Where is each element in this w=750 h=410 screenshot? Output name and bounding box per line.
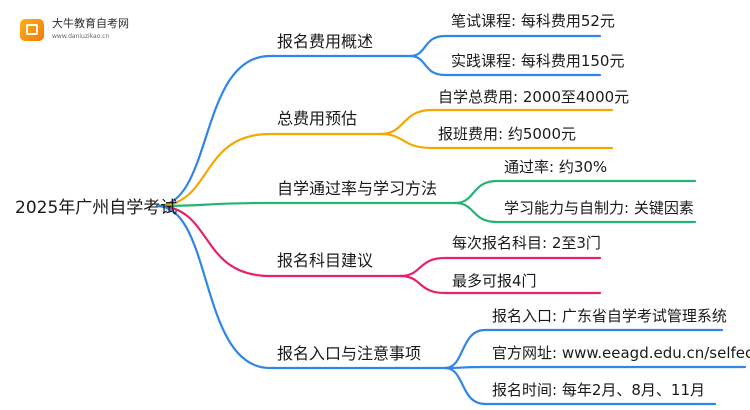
leaf-connector	[443, 365, 747, 370]
leaf-max-subjects: 最多可报4门	[452, 272, 537, 290]
leaf-official-website: 官方网址: www.eeagd.edu.cn/selfec/	[492, 344, 750, 362]
logo-icon	[20, 19, 44, 41]
leaf-key-factors: 学习能力与自制力: 关键因素	[504, 199, 694, 217]
leaf-connector	[408, 34, 602, 58]
branch-connector	[155, 132, 382, 208]
leaf-connector	[453, 179, 697, 205]
branch-label-total-cost: 总费用预估	[277, 109, 358, 128]
logo-title: 大牛教育自考网	[52, 17, 129, 30]
leaf-registration-time: 报名时间: 每年2月、8月、11月	[492, 381, 705, 399]
branch-connector	[155, 54, 412, 208]
leaf-connector	[398, 256, 602, 278]
leaf-connector	[453, 201, 697, 224]
leaf-self-study-total: 自学总费用: 2000至4000元	[438, 88, 630, 106]
leaf-class-fee: 报班费用: 约5000元	[438, 125, 576, 143]
leaf-pass-rate: 通过率: 约30%	[504, 158, 608, 176]
leaf-connector	[398, 274, 602, 295]
leaf-connector	[378, 108, 614, 136]
root-label: 2025年广州自学考试	[15, 198, 178, 218]
leaf-connector	[378, 132, 614, 150]
branch-connector	[155, 204, 447, 370]
branch-label-subject-advice: 报名科目建议	[277, 251, 374, 270]
branch-label-fees-overview: 报名费用概述	[277, 32, 374, 51]
branch-connector	[155, 204, 402, 278]
leaf-subjects-per-session: 每次报名科目: 2至3门	[452, 234, 601, 252]
leaf-connector	[443, 366, 717, 406]
leaf-practice-course-fee: 实践课程: 每科费用150元	[451, 52, 625, 70]
branch-label-pass-rate: 自学通过率与学习方法	[277, 179, 438, 198]
leaf-connector	[443, 328, 724, 370]
logo-url: www.daniuzikao.cn	[52, 33, 110, 40]
leaf-registration-portal: 报名入口: 广东省自学考试管理系统	[492, 307, 727, 325]
branch-connector	[155, 201, 457, 208]
leaf-connector	[408, 54, 602, 77]
leaf-written-course-fee: 笔试课程: 每科费用52元	[451, 12, 615, 30]
branch-label-registration: 报名入口与注意事项	[277, 344, 422, 363]
